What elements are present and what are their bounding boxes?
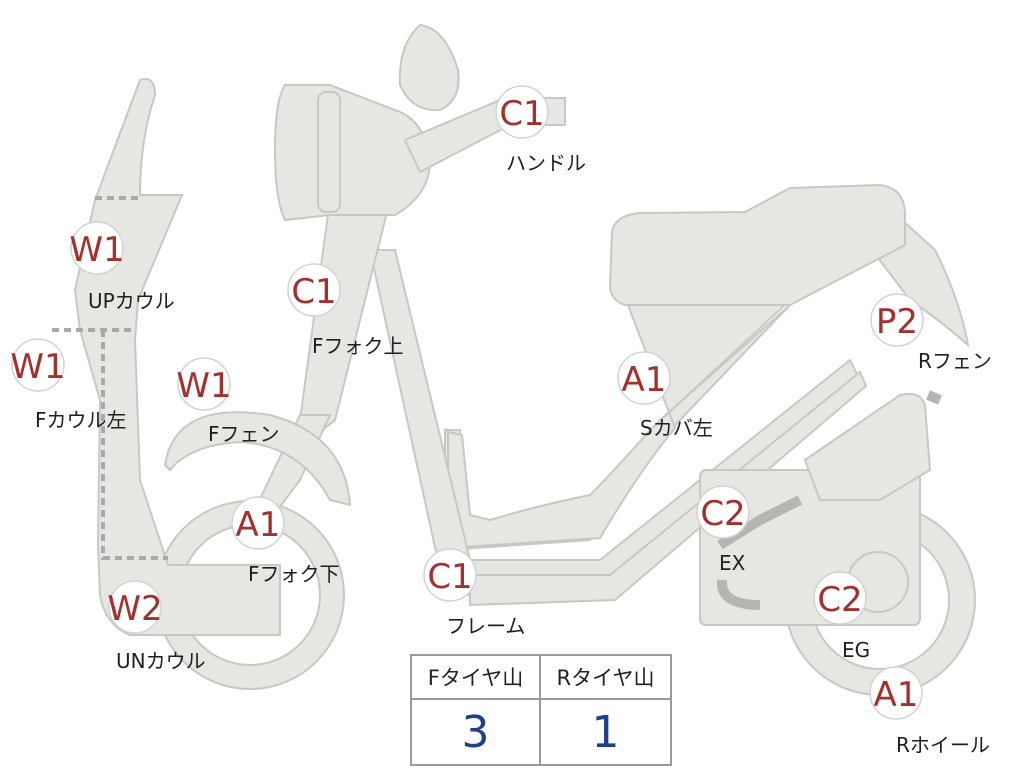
- part-code: A1: [236, 505, 281, 545]
- part-label: EX: [719, 551, 746, 575]
- part-marker-handle: C1 ハンドル: [495, 85, 586, 175]
- part-label: UPカウル: [88, 289, 175, 313]
- part-code: A1: [622, 360, 667, 400]
- part-code: W1: [176, 366, 231, 406]
- part-label: Rフェン: [918, 349, 992, 373]
- part-label: Fフェン: [208, 422, 280, 446]
- part-label: Sカバ左: [640, 416, 713, 440]
- front-cowl-shape: [73, 78, 281, 636]
- part-marker-up-cowl: W1 UPカウル: [69, 221, 175, 313]
- part-marker-ex: C2 EX: [696, 485, 750, 575]
- part-code: W2: [107, 589, 162, 629]
- front-fender-shape: [163, 411, 352, 507]
- part-code: P2: [876, 302, 918, 342]
- part-label: UNカウル: [116, 649, 206, 673]
- part-label: フレーム: [446, 614, 525, 638]
- part-code: W1: [10, 347, 65, 387]
- part-label: EG: [842, 638, 870, 662]
- part-label: Fカウル左: [35, 408, 127, 432]
- part-marker-f-fork-lower: A1 Fフォク下: [231, 496, 340, 586]
- part-marker-f-cowl-left: W1 Fカウル左: [10, 338, 127, 432]
- part-marker-r-fender: P2 Rフェン: [870, 293, 992, 373]
- part-marker-f-fork-upper: C1 Fフォク上: [287, 263, 404, 358]
- part-marker-eg: C2 EG: [813, 571, 870, 662]
- front-tire-header: Fタイヤ山: [412, 656, 541, 700]
- part-marker-un-cowl: W2 UNカウル: [107, 580, 206, 673]
- part-marker-s-cover-left: A1 Sカバ左: [617, 351, 713, 440]
- rear-tire-header: Rタイヤ山: [541, 656, 670, 700]
- tire-tread-table: Fタイヤ山 Rタイヤ山 3 1: [410, 654, 672, 766]
- part-label: Rホイール: [896, 733, 990, 757]
- part-code: A1: [874, 675, 919, 715]
- rear-tire-value: 1: [591, 706, 620, 758]
- part-label: Fフォク下: [248, 562, 340, 586]
- part-code: C2: [700, 494, 745, 534]
- part-label: Fフォク上: [312, 334, 404, 358]
- part-code: C1: [499, 94, 544, 134]
- headlight-shape: [273, 84, 432, 222]
- part-code: C2: [817, 580, 862, 620]
- side-cover-body: [447, 304, 788, 550]
- part-code: C1: [291, 272, 336, 312]
- headlight-lens: [317, 91, 341, 213]
- part-code: W1: [69, 230, 124, 270]
- seat-shape: [608, 183, 906, 306]
- swingarm: [803, 392, 932, 501]
- part-marker-frame: C1 フレーム: [423, 548, 525, 638]
- mirror-shape: [398, 23, 460, 112]
- part-marker-r-wheel: A1 Rホイール: [869, 666, 990, 757]
- part-code: C1: [427, 557, 472, 597]
- frame-rail: [469, 370, 868, 607]
- part-label: ハンドル: [506, 151, 586, 175]
- front-tire-value: 3: [412, 700, 541, 764]
- part-marker-f-fender: W1 Fフェン: [176, 357, 280, 446]
